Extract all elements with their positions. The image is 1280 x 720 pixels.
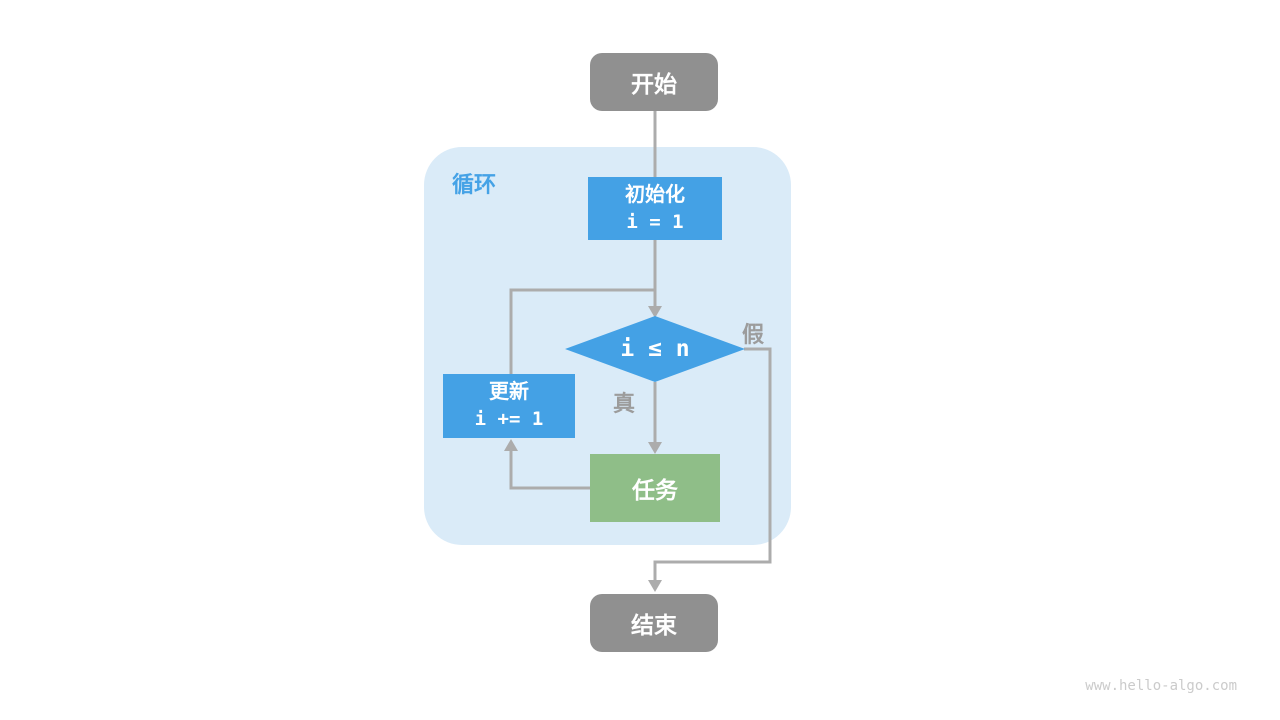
arrowhead-into-end [648,580,662,592]
init-node-code: i = 1 [626,210,684,233]
edge-task-to-update [509,450,590,490]
edge-condition-false-to-end [653,347,772,582]
branch-true-label: 真 [613,391,636,416]
arrowhead-into-update [504,439,518,451]
task-node: 任务 [590,454,720,522]
arrowhead-into-task [648,442,662,454]
branch-false-label: 假 [742,322,765,347]
update-node-title: 更新 [489,381,529,403]
init-node: 初始化 i = 1 [588,177,722,240]
init-node-title: 初始化 [625,183,685,206]
arrowhead-into-condition [648,306,662,318]
start-node: 开始 [590,53,718,111]
loop-container-label: 循环 [452,172,497,197]
watermark-text: www.hello-algo.com [1085,678,1237,694]
end-node-label: 结束 [631,612,677,638]
update-node-code: i += 1 [474,408,544,430]
task-node-label: 任务 [632,477,678,503]
start-node-label: 开始 [631,71,677,97]
end-node: 结束 [590,594,718,652]
edge-update-loopback [509,288,655,374]
condition-node-code: i ≤ n [620,336,690,362]
update-node: 更新 i += 1 [443,374,575,438]
